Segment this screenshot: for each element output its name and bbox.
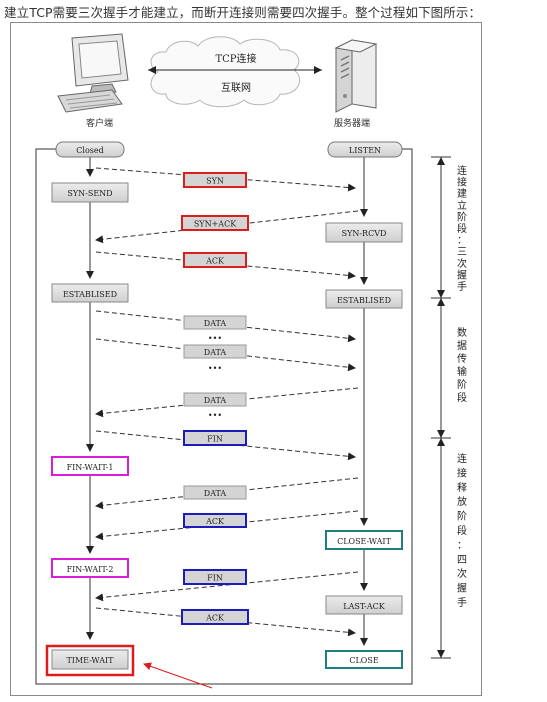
client-state-closed-label: Closed [76, 146, 103, 155]
server-state-syn-rcvd-label: SYN-RCVD [342, 229, 387, 238]
release-phase-char: 连 [457, 452, 467, 465]
release-phase-char: 释 [457, 481, 467, 494]
release-phase-char: 次 [457, 567, 467, 580]
msg-dots-3: ••• [208, 411, 222, 420]
connect-phase-char: 手 [457, 280, 467, 293]
release-phase-char: 四 [457, 555, 467, 566]
lifecycle-loop-line [35, 148, 413, 685]
connect-phase-char: 次 [457, 257, 467, 270]
data-phase-char: 传 [457, 353, 467, 365]
msg-dots-2: ••• [208, 364, 222, 373]
release-phase-char: ： [457, 540, 467, 551]
msg-syn-ack-box [181, 215, 249, 231]
msg-ack-1-box [183, 252, 247, 268]
server-state-established [325, 289, 403, 309]
server-state-close-wait-label: CLOSE-WAIT [337, 537, 391, 546]
server-state-last-ack [325, 595, 403, 615]
msg-ack-2-label: ACK [205, 517, 225, 526]
client-state-syn-send [51, 182, 129, 203]
msg-data-1-label: DATA [204, 319, 227, 328]
msg-fin-2-box [183, 569, 247, 585]
server-state-listen [327, 141, 403, 158]
msg-fin-2-label: FIN [207, 574, 223, 583]
client-state-time-wait [51, 649, 129, 670]
msg-dots-1: ••• [208, 334, 222, 343]
msg-syn-label: SYN [206, 177, 224, 186]
time-wait-callout-arrow [143, 662, 213, 689]
server-state-close-label: CLOSE [349, 656, 378, 665]
msg-ack-1-label: ACK [205, 257, 225, 266]
release-phase-char: 阶 [457, 510, 467, 523]
client-state-time-wait-label: TIME-WAIT [66, 656, 114, 665]
msg-fin-1-box [183, 430, 247, 446]
msg-data-4-label: DATA [204, 489, 227, 498]
client-label: 客户端 [86, 117, 113, 129]
data-phase-char: 阶 [457, 378, 467, 391]
server-state-established-label: ESTABLISED [337, 296, 391, 305]
server-label: 服务器端 [334, 117, 370, 129]
client-state-established [51, 283, 129, 303]
client-state-fin-wait-1 [51, 456, 129, 476]
connect-phase-char: 三 [457, 247, 467, 258]
data-phase-char: 据 [457, 339, 467, 352]
client-state-fin-wait-1-label: FIN-WAIT-1 [67, 463, 114, 472]
server-state-listen-label: LISTEN [349, 146, 381, 155]
client-state-fin-wait-2-label: FIN-WAIT-2 [67, 565, 114, 574]
client-state-closed [55, 141, 125, 158]
connect-phase-char: 建 [457, 187, 467, 200]
msg-data-4-box [183, 485, 247, 500]
client-computer-icon [57, 33, 129, 113]
msg-data-1-box [183, 315, 247, 330]
client-state-time-wait-highlight [45, 644, 135, 677]
msg-ack-3-label: ACK [205, 614, 225, 623]
phase-bracket-arrows [437, 157, 445, 658]
internet-cloud [150, 36, 301, 108]
client-state-established-label: ESTABLISED [63, 290, 117, 299]
msg-ack-3-box [181, 609, 249, 625]
connect-phase-char: 连 [457, 164, 467, 177]
msg-fin-1-label: FIN [207, 435, 223, 444]
msg-data-2-box [183, 344, 247, 359]
tcp-connection-arrowhead-right [314, 66, 322, 74]
server-tower-icon [334, 39, 378, 113]
release-phase-char: 放 [457, 495, 467, 508]
connect-phase-char: ： [457, 236, 467, 247]
msg-data-2-label: DATA [204, 348, 227, 357]
release-phase-char: 段 [457, 524, 467, 537]
release-phase-char: 手 [457, 596, 467, 609]
msg-data-3-box [183, 392, 247, 407]
cloud-top-label: TCP连接 [215, 52, 256, 65]
cloud-bottom-label: 互联网 [221, 82, 251, 94]
data-phase-char: 数 [457, 326, 467, 339]
client-state-fin-wait-2 [51, 558, 129, 578]
msg-data-3-label: DATA [204, 396, 227, 405]
connect-phase-char: 接 [457, 176, 467, 189]
tcp-connection-arrowhead-left [148, 66, 156, 74]
msg-ack-2-box [183, 513, 247, 528]
server-state-close [325, 650, 403, 669]
connect-phase-char: 段 [457, 222, 467, 235]
connect-phase-char: 握 [457, 268, 467, 281]
intro-text: 建立TCP需要三次握手才能建立，而断开连接则需要四次握手。整个过程如下图所示： [4, 5, 482, 20]
data-phase-char: 输 [457, 365, 467, 378]
client-state-syn-send-label: SYN-SEND [67, 189, 112, 198]
msg-syn-ack-label: SYN+ACK [194, 220, 237, 229]
msg-syn-box [183, 172, 247, 188]
server-state-last-ack-label: LAST-ACK [343, 602, 385, 611]
release-phase-char: 握 [457, 582, 467, 595]
server-state-syn-rcvd [325, 222, 403, 243]
data-phase-char: 段 [457, 391, 467, 404]
connect-phase-char: 阶 [457, 210, 467, 223]
release-phase-char: 接 [457, 466, 467, 479]
server-state-close-wait [325, 530, 403, 550]
connect-phase-char: 立 [457, 199, 467, 212]
phase-bracket [431, 156, 451, 659]
